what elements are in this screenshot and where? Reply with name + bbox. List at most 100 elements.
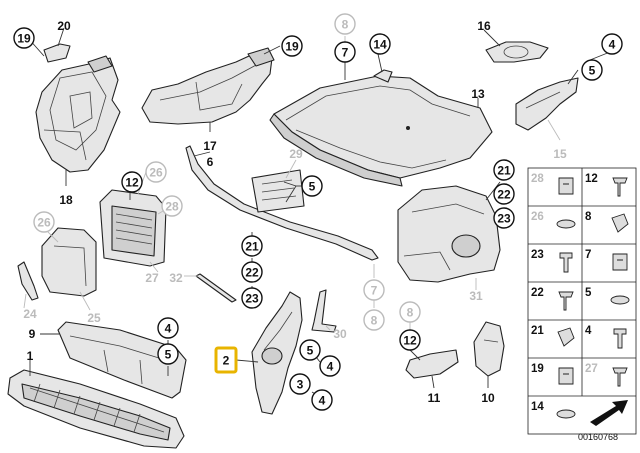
callout-29: 29: [289, 147, 303, 161]
hardware-label: 26: [531, 211, 544, 223]
hardware-fastener-7: [612, 253, 628, 271]
callout-27: 27: [145, 271, 159, 285]
callout-32: 32: [169, 271, 183, 285]
callout-label: 25: [87, 311, 101, 325]
direction-arrow-icon: [590, 400, 628, 426]
callout-7: 7: [363, 279, 385, 301]
callout-circle: [241, 287, 263, 309]
callout-23: 23: [493, 207, 515, 229]
callout-2: 2: [214, 346, 238, 374]
callout-label: 18: [59, 193, 73, 207]
callout-circle: [157, 317, 179, 339]
part-18-duct: [35, 55, 121, 173]
hardware-fastener-12: [612, 177, 628, 197]
callout-circle: [493, 207, 515, 229]
callout-circle: [289, 373, 311, 395]
callout-label: 21: [245, 240, 259, 254]
hardware-fastener-21: [557, 327, 575, 347]
hardware-label: 19: [531, 363, 544, 375]
callout-circle: [334, 13, 356, 35]
hardware-label: 14: [531, 401, 544, 413]
callout-label: 4: [609, 38, 616, 52]
callout-23: 23: [241, 287, 263, 309]
callout-4: 4: [157, 317, 179, 339]
callout-15: 15: [553, 147, 567, 161]
callout-label: 20: [57, 19, 71, 33]
callout-6: 6: [207, 155, 214, 169]
callout-label: 7: [342, 46, 349, 60]
hardware-label: 27: [585, 363, 598, 375]
callout-3: 3: [289, 373, 311, 395]
callout-circle: [334, 41, 356, 63]
callout-circle: [241, 261, 263, 283]
callout-19: 19: [13, 27, 35, 49]
callout-14: 14: [369, 33, 391, 55]
callout-label: 5: [589, 64, 596, 78]
callout-label: 11: [428, 391, 441, 405]
callout-label: 4: [165, 322, 172, 336]
callout-5: 5: [299, 339, 321, 361]
callout-label: 8: [407, 306, 414, 320]
callout-label: 26: [149, 166, 163, 180]
hardware-fastener-28: [558, 177, 574, 195]
hardware-fastener-23: [559, 252, 573, 273]
callout-label: 3: [297, 378, 304, 392]
part-31-housing: [397, 185, 501, 283]
callout-label: 22: [245, 266, 259, 280]
part-2-bracket: [251, 291, 303, 415]
hardware-label: 28: [531, 173, 544, 185]
callout-label: 23: [245, 292, 259, 306]
callout-25: 25: [87, 311, 101, 325]
callout-30: 30: [333, 327, 347, 341]
callout-label: 2: [223, 354, 230, 368]
callout-label: 16: [477, 19, 491, 33]
callout-label: 5: [309, 180, 316, 194]
callout-label: 12: [125, 176, 139, 190]
callout-label: 6: [207, 155, 214, 169]
callout-circle: [13, 27, 35, 49]
hardware-fastener-8: [611, 213, 629, 233]
callout-circle: [399, 301, 421, 323]
callout-4: 4: [319, 355, 341, 377]
part-17-duct: [141, 47, 275, 125]
callout-10: 10: [481, 391, 495, 405]
callout-label: 8: [371, 314, 378, 328]
callout-circle: [311, 389, 333, 411]
callout-21: 21: [241, 235, 263, 257]
hardware-label: 12: [585, 173, 598, 185]
callout-5: 5: [301, 175, 323, 197]
hardware-label: 7: [585, 249, 591, 261]
callout-circle: [157, 343, 179, 365]
callout-label: 5: [307, 344, 314, 358]
callout-label: 8: [342, 18, 349, 32]
highlight-box: [214, 346, 238, 374]
callout-label: 27: [145, 271, 159, 285]
callout-label: 4: [327, 360, 334, 374]
callout-16: 16: [477, 19, 491, 33]
callout-5: 5: [581, 59, 603, 81]
callout-label: 1: [27, 349, 34, 363]
hardware-label: 4: [585, 325, 592, 337]
callout-circle: [399, 329, 421, 351]
callout-circle: [281, 35, 303, 57]
callout-4: 4: [601, 33, 623, 55]
callout-20: 20: [57, 19, 71, 33]
callout-26: 26: [33, 211, 55, 233]
callout-circle: [301, 175, 323, 197]
callout-circle: [145, 161, 167, 183]
callout-label: 5: [165, 348, 172, 362]
callout-circle: [601, 33, 623, 55]
part-10-bracket: [473, 321, 505, 377]
callout-circle: [161, 195, 183, 217]
callout-label: 10: [481, 391, 495, 405]
callout-circle: [363, 309, 385, 331]
callout-circle: [33, 211, 55, 233]
callout-8: 8: [399, 301, 421, 323]
callout-12: 12: [121, 171, 143, 193]
part-9-strip: [57, 321, 187, 399]
callout-label: 28: [165, 200, 179, 214]
part-32-rod: [195, 273, 237, 303]
callout-5: 5: [157, 343, 179, 365]
